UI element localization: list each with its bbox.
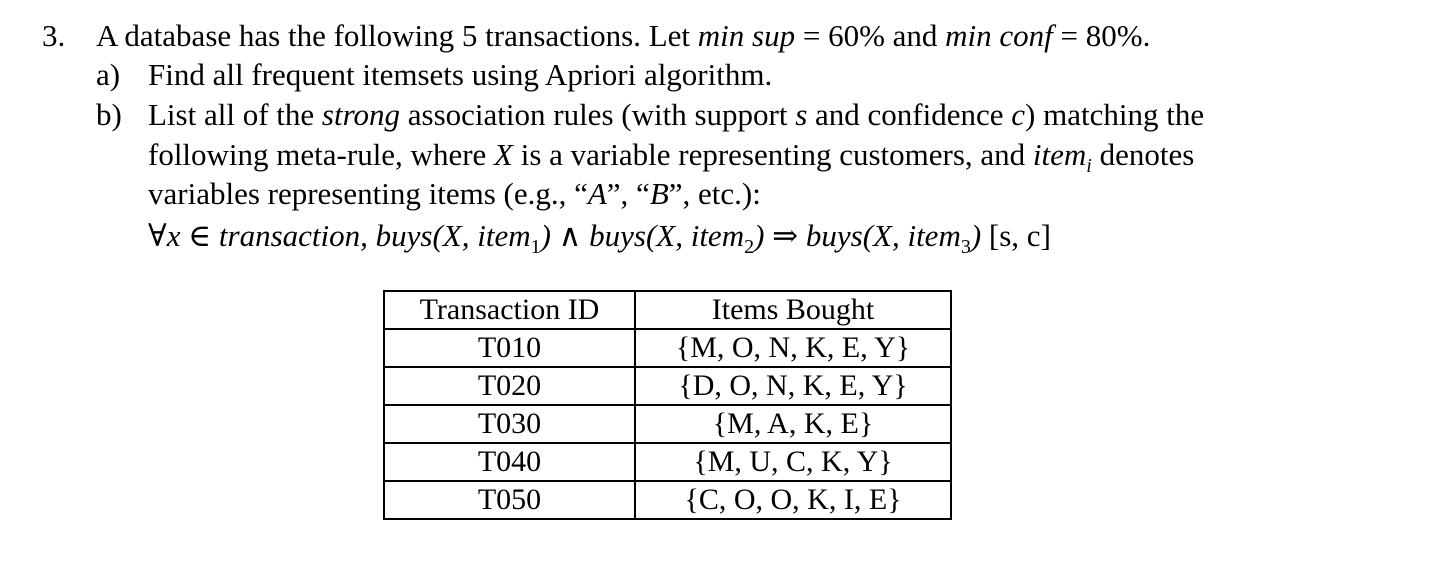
items-cell: {D, O, N, K, E, Y} <box>634 366 952 406</box>
example-b: B <box>649 176 669 211</box>
part-b-text: ) matching the <box>1025 97 1205 132</box>
transaction-id-cell: T040 <box>383 442 636 482</box>
part-b-line-1: List all of the strong association rules… <box>148 96 1204 134</box>
header-transaction-id: Transaction ID <box>383 290 636 330</box>
strong-word: strong <box>321 97 400 132</box>
items-cell: {M, U, C, K, Y} <box>634 442 952 482</box>
confidence-var: c <box>1011 97 1026 132</box>
part-b-label: b) <box>96 97 122 132</box>
rule-subscript: 2 <box>744 236 755 259</box>
x-var: X <box>494 137 513 172</box>
rule-bracket: [s, c] <box>981 218 1051 253</box>
meta-rule: ∀x ∈ transaction, buys(X, item1) ∧ buys(… <box>148 217 1051 266</box>
problem-number: 3. <box>42 18 66 53</box>
item-var: item <box>1032 137 1087 172</box>
rule-text: x ∈ transaction, buys(X, item <box>166 218 531 253</box>
rule-text: ) ⇒ buys(X, item <box>754 218 961 253</box>
min-sup-label: min sup <box>697 18 796 53</box>
items-cell: {M, O, N, K, E, Y} <box>634 328 952 368</box>
part-b-text: List all of the <box>148 97 322 132</box>
table-row: T020 {D, O, N, K, E, Y} <box>383 366 952 406</box>
table-row: T050 {C, O, O, K, I, E} <box>383 480 952 520</box>
intro-text: A database has the following 5 transacti… <box>96 18 698 53</box>
items-cell: {C, O, O, K, I, E} <box>634 480 952 520</box>
min-conf-value: = 80%. <box>1052 18 1151 53</box>
table-header-row: Transaction ID Items Bought <box>383 290 952 330</box>
transactions-table: Transaction ID Items Bought T010 {M, O, … <box>383 290 952 520</box>
part-b-line-3: variables representing items (e.g., “A”,… <box>148 175 761 213</box>
table-row: T030 {M, A, K, E} <box>383 404 952 444</box>
example-a: A <box>587 176 607 211</box>
problem-intro: A database has the following 5 transacti… <box>96 17 1150 55</box>
transaction-id-cell: T030 <box>383 404 636 444</box>
part-b-text: is a variable representing customers, an… <box>512 137 1033 172</box>
part-b-text: denotes <box>1091 137 1195 172</box>
transaction-id-cell: T050 <box>383 480 636 520</box>
part-b-text: variables representing items (e.g., “ <box>148 176 588 211</box>
part-b-line-2: following meta-rule, where X is a variab… <box>148 136 1194 185</box>
forall-symbol: ∀ <box>148 218 167 253</box>
rule-subscript: 1 <box>530 236 541 259</box>
min-sup-value: = 60% and <box>795 18 946 53</box>
part-b-text: and confidence <box>807 97 1012 132</box>
min-conf-label: min conf <box>945 18 1053 53</box>
item-subscript: i <box>1086 155 1092 178</box>
header-items-bought: Items Bought <box>634 290 952 330</box>
part-b-text: ”, etc.): <box>668 176 761 211</box>
transaction-id-cell: T010 <box>383 328 636 368</box>
transaction-id-cell: T020 <box>383 366 636 406</box>
part-b-text: association rules (with support <box>400 97 796 132</box>
rule-text: ) <box>970 218 982 253</box>
items-cell: {M, A, K, E} <box>634 404 952 444</box>
rule-text: ) ∧ buys(X, item <box>540 218 745 253</box>
table-row: T040 {M, U, C, K, Y} <box>383 442 952 482</box>
part-a-text: Find all frequent itemsets using Apriori… <box>148 57 773 92</box>
rule-subscript: 3 <box>960 236 971 259</box>
part-b-text: ”, “ <box>606 176 650 211</box>
part-a-label: a) <box>96 57 121 92</box>
part-b-text: following meta-rule, where <box>148 137 495 172</box>
support-var: s <box>795 97 808 132</box>
table-row: T010 {M, O, N, K, E, Y} <box>383 328 952 368</box>
